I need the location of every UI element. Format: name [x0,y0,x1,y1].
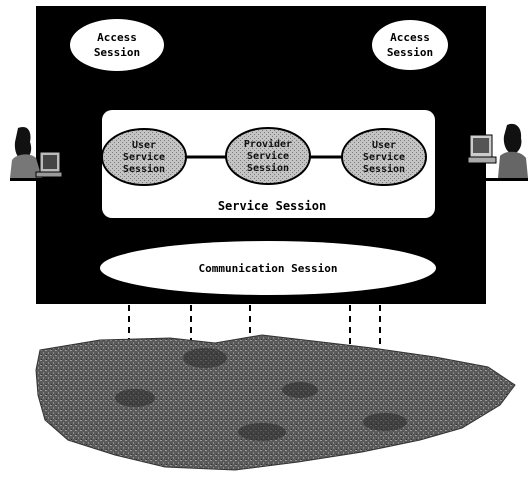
svg-text:Session: Session [123,163,165,175]
svg-text:User: User [132,140,156,151]
svg-text:Access: Access [97,31,137,44]
person-at-computer-icon [10,126,63,181]
access-session-right: Access Session [372,20,448,70]
svg-text:Service: Service [123,151,165,163]
network-connectors [128,305,381,348]
provider-service-session: Provider Service Session [225,127,311,185]
svg-text:Service: Service [363,151,405,163]
svg-text:User: User [372,140,396,151]
svg-text:Provider: Provider [244,138,292,150]
svg-text:Session: Session [94,46,140,59]
svg-text:Communication Session: Communication Session [198,262,337,275]
svg-text:Service: Service [247,150,289,162]
user-service-session-right: User Service Session [341,128,427,186]
svg-text:Session: Session [387,46,433,59]
service-session-label: Service Session [218,199,326,213]
network-cloud-shadows [115,348,407,441]
svg-text:Session: Session [363,163,405,175]
svg-text:Session: Session [247,162,289,174]
network-cloud [35,334,516,471]
communication-session: Communication Session [100,241,436,295]
person-at-computer-icon [467,123,528,181]
access-session-left: Access Session [70,19,164,71]
svg-text:Access: Access [390,31,430,44]
user-service-session-left: User Service Session [101,128,187,186]
